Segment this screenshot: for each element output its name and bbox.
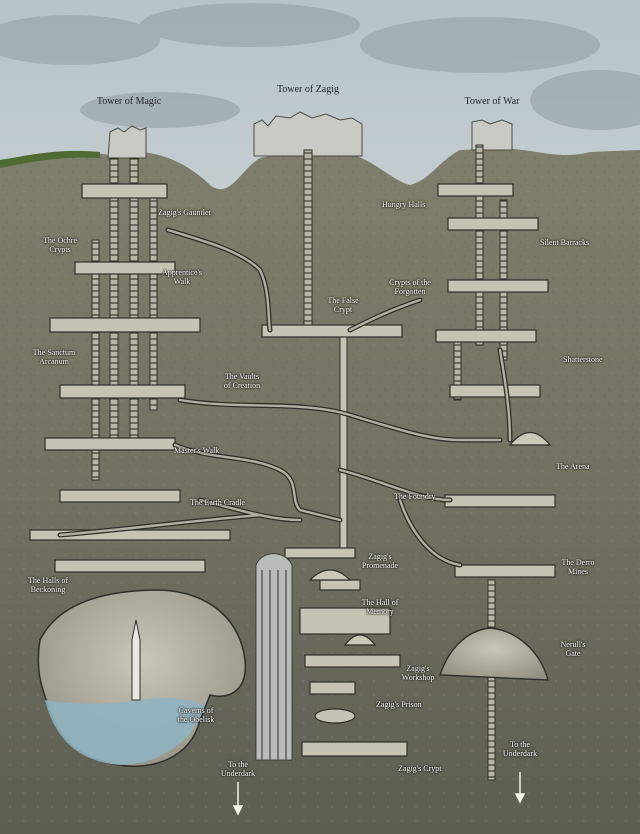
the-foundry-label: The Foundry [394, 492, 436, 501]
zagigs-crypt-label: Zagig's Crypt [398, 764, 442, 773]
obelisk [131, 619, 141, 701]
neruls-gate-cavern [439, 627, 549, 681]
caverns-of-obelisk-label: Caverns of the Obelisk [177, 706, 215, 724]
hall-of-memory-label: The Hall of Memory [361, 598, 399, 616]
clouds [0, 3, 640, 130]
tower-of-magic-label: Tower of Magic [96, 96, 162, 107]
to-the-underdark-right-label: To the Underdark [502, 740, 538, 758]
crypts-of-the-forgotten-label: Crypts of the Forgotten [389, 278, 431, 296]
halls-of-beckoning-label: The Halls of Beckoning [28, 576, 68, 594]
ochre-crypts-label: The Ochre Crypts [43, 236, 77, 254]
sanctum-arcanum-label: The Sanctum Arcanum [32, 348, 76, 366]
chasm-lines [261, 570, 287, 760]
the-arena-label: The Arena [556, 462, 590, 471]
silent-barracks-label: Silent Barracks [540, 238, 590, 247]
neruls-gate-label: Nerull's Gate [560, 640, 586, 658]
chasm [255, 553, 293, 761]
tower-of-zagig-label: Tower of Zagig [276, 84, 340, 95]
masters-walk-label: Master's Walk [174, 446, 220, 455]
underground-lake [45, 697, 205, 765]
hungry-halls-label: Hungry Halls [382, 200, 426, 209]
chambers [29, 183, 556, 757]
zagigs-prison-label: Zagig's Prison [376, 700, 422, 709]
apprentices-walk-label: Apprentice's Walk [161, 268, 203, 286]
to-the-underdark-left-label: To the Underdark [220, 760, 256, 778]
domes [308, 431, 552, 646]
tower-of-war-label: Tower of War [464, 96, 520, 107]
tower-of-magic-ruin [107, 125, 147, 159]
vaults-of-creation-label: The Vaults of Creation [223, 372, 261, 390]
zagigs-promenade-label: Zagig's Promenade [362, 552, 398, 570]
tower-of-zagig-ruin [253, 111, 363, 157]
earth-cradle-label: The Earth Cradle [190, 498, 246, 507]
zagigs-workshop-label: Zagig's Workshop [401, 664, 435, 682]
grass [0, 150, 100, 168]
zagigs-gauntlet-label: Zagig's Gauntlet [158, 208, 211, 217]
false-crypt-label: The False Crypt [327, 296, 359, 314]
derro-mines-label: The Derro Mines [561, 558, 595, 576]
towers [107, 111, 513, 159]
shatterstone-label: Shatterstone [563, 355, 603, 364]
underdark-arrows [232, 772, 526, 816]
